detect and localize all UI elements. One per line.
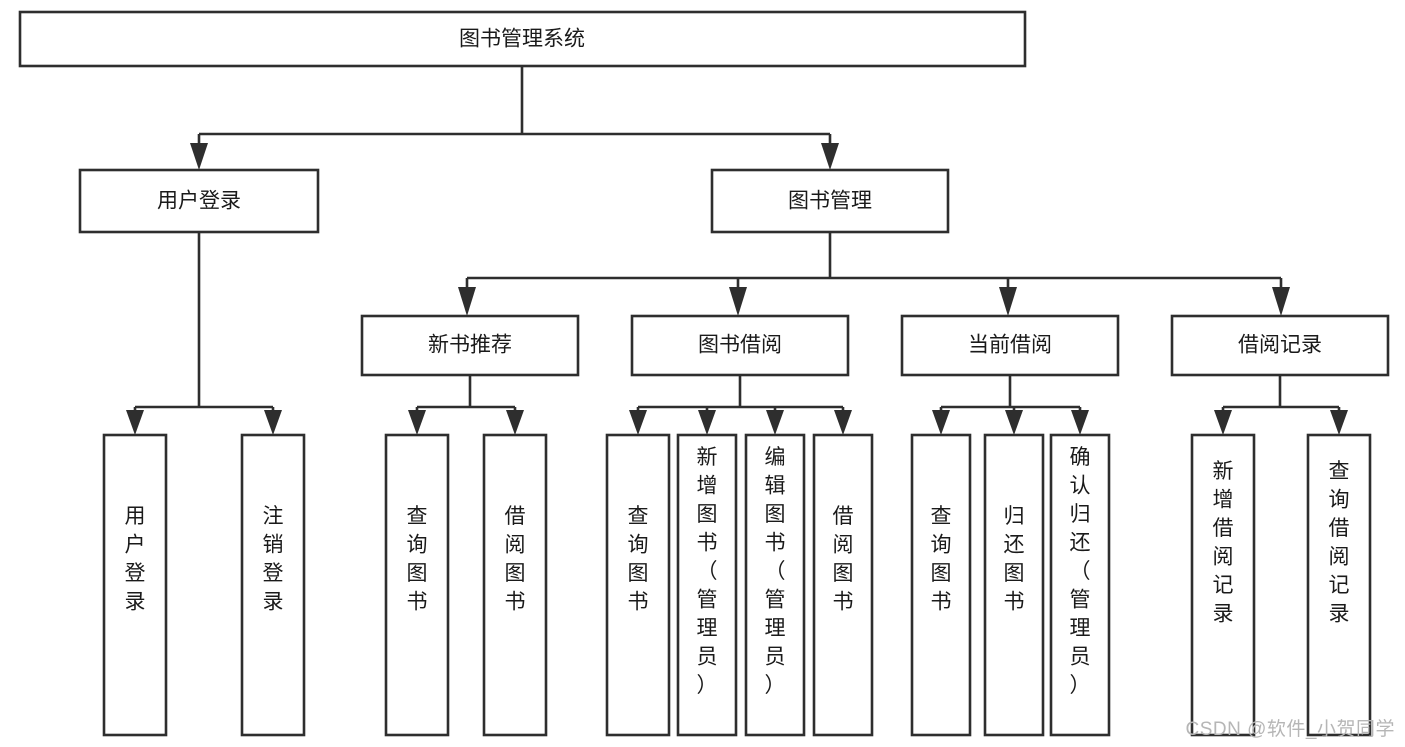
leaf-node-edit-book[interactable]: 编辑图书（管理员） xyxy=(744,433,806,737)
node-user-login[interactable]: 用户登录 xyxy=(78,168,320,234)
leaf-return-book-box[interactable] xyxy=(983,433,1045,737)
book-borrow-box[interactable] xyxy=(630,314,850,377)
leaf-query-record-label: 查询借阅记录 xyxy=(1329,460,1350,626)
leaf-query-book-3-box[interactable] xyxy=(910,433,972,737)
leaf-node-borrow-book-1[interactable]: 借阅图书 xyxy=(482,433,548,737)
root-box[interactable] xyxy=(18,10,1027,68)
leaf-confirm-return-label: 确认归还（管理员） xyxy=(1070,446,1091,697)
arrow-head-to-leaf-query-book-1 xyxy=(408,410,426,435)
node-new-book-recommend[interactable]: 新书推荐 xyxy=(360,314,580,377)
leaf-confirm-return-box[interactable] xyxy=(1049,433,1111,737)
leaf-borrow-book-1-box[interactable] xyxy=(482,433,548,737)
leaf-node-add-record[interactable]: 新增借阅记录 xyxy=(1190,433,1256,737)
leaf-query-book-1-label: 查询图书 xyxy=(407,505,428,614)
leaf-user-login-label: 用户登录 xyxy=(125,505,146,614)
leaf-add-book-label: 新增图书（管理员） xyxy=(697,446,718,697)
arrow-head-to-current-borrow xyxy=(999,287,1017,316)
new-book-recommend-label: 新书推荐 xyxy=(428,334,512,357)
node-book-manage[interactable]: 图书管理 xyxy=(710,168,950,234)
book-manage-box[interactable] xyxy=(710,168,950,234)
current-borrow-label: 当前借阅 xyxy=(968,334,1052,357)
arrow-head-to-leaf-query-book-2 xyxy=(629,410,647,435)
arrow-head-to-leaf-borrow-book-1 xyxy=(506,410,524,435)
leaf-edit-book-label: 编辑图书（管理员） xyxy=(765,446,786,697)
leaf-add-record-box[interactable] xyxy=(1190,433,1256,737)
leaf-borrow-book-2-label: 借阅图书 xyxy=(833,505,854,614)
node-borrow-record[interactable]: 借阅记录 xyxy=(1170,314,1390,377)
leaf-query-book-1-box[interactable] xyxy=(384,433,450,737)
node-book-borrow[interactable]: 图书借阅 xyxy=(630,314,850,377)
arrow-head-to-leaf-logout xyxy=(264,410,282,435)
leaf-add-record-label: 新增借阅记录 xyxy=(1213,460,1234,626)
leaf-logout-label: 注销登录 xyxy=(263,505,284,614)
leaf-node-logout[interactable]: 注销登录 xyxy=(240,433,306,737)
leaf-query-book-3-label: 查询图书 xyxy=(931,505,952,614)
leaf-node-add-book[interactable]: 新增图书（管理员） xyxy=(676,433,738,737)
arrow-head-to-leaf-borrow-book-2 xyxy=(834,410,852,435)
leaf-add-book-box[interactable] xyxy=(676,433,738,737)
current-borrow-box[interactable] xyxy=(900,314,1120,377)
leaf-node-return-book[interactable]: 归还图书 xyxy=(983,433,1045,737)
leaf-node-query-record[interactable]: 查询借阅记录 xyxy=(1306,433,1372,737)
leaf-return-book-label: 归还图书 xyxy=(1004,505,1025,614)
leaf-node-query-book-1[interactable]: 查询图书 xyxy=(384,433,450,737)
new-book-recommend-box[interactable] xyxy=(360,314,580,377)
leaf-node-query-book-2[interactable]: 查询图书 xyxy=(605,433,671,737)
arrow-head-to-new-book-recommend xyxy=(458,287,476,316)
leaf-borrow-book-1-label: 借阅图书 xyxy=(505,505,526,614)
arrow-head-to-leaf-query-record xyxy=(1330,410,1348,435)
arrow-head-to-user-login xyxy=(190,143,208,170)
arrow-head-to-borrow-record xyxy=(1272,287,1290,316)
csdn-watermark: CSDN @软件_小贺同学 xyxy=(1185,719,1395,740)
leaf-query-book-2-label: 查询图书 xyxy=(628,505,649,614)
arrow-head-to-leaf-return-book xyxy=(1005,410,1023,435)
arrow-head-to-leaf-add-record xyxy=(1214,410,1232,435)
leaf-node-user-login[interactable]: 用户登录 xyxy=(102,433,168,737)
arrow-head-to-leaf-user-login xyxy=(126,410,144,435)
arrow-head-to-book-manage xyxy=(821,143,839,170)
leaf-borrow-book-2-box[interactable] xyxy=(812,433,874,737)
arrow-head-to-leaf-confirm-return xyxy=(1071,410,1089,435)
node-current-borrow[interactable]: 当前借阅 xyxy=(900,314,1120,377)
borrow-record-box[interactable] xyxy=(1170,314,1390,377)
arrow-head-to-leaf-edit-book xyxy=(766,410,784,435)
leaf-edit-book-box[interactable] xyxy=(744,433,806,737)
book-borrow-label: 图书借阅 xyxy=(698,334,782,357)
leaf-node-query-book-3[interactable]: 查询图书 xyxy=(910,433,972,737)
node-root-system[interactable]: 图书管理系统 xyxy=(18,10,1027,68)
leaf-node-confirm-return[interactable]: 确认归还（管理员） xyxy=(1049,433,1111,737)
arrow-head-to-leaf-add-book xyxy=(698,410,716,435)
leaf-query-record-box[interactable] xyxy=(1306,433,1372,737)
borrow-record-label: 借阅记录 xyxy=(1238,334,1322,357)
leaf-logout-box[interactable] xyxy=(240,433,306,737)
leaf-user-login-box[interactable] xyxy=(102,433,168,737)
arrow-head-to-book-borrow xyxy=(729,287,747,316)
root-label: 图书管理系统 xyxy=(459,28,585,51)
leaf-node-borrow-book-2[interactable]: 借阅图书 xyxy=(812,433,874,737)
arrow-head-to-leaf-query-book-3 xyxy=(932,410,950,435)
user-login-label: 用户登录 xyxy=(157,190,241,213)
leaf-query-book-2-box[interactable] xyxy=(605,433,671,737)
book-manage-label: 图书管理 xyxy=(788,190,872,213)
